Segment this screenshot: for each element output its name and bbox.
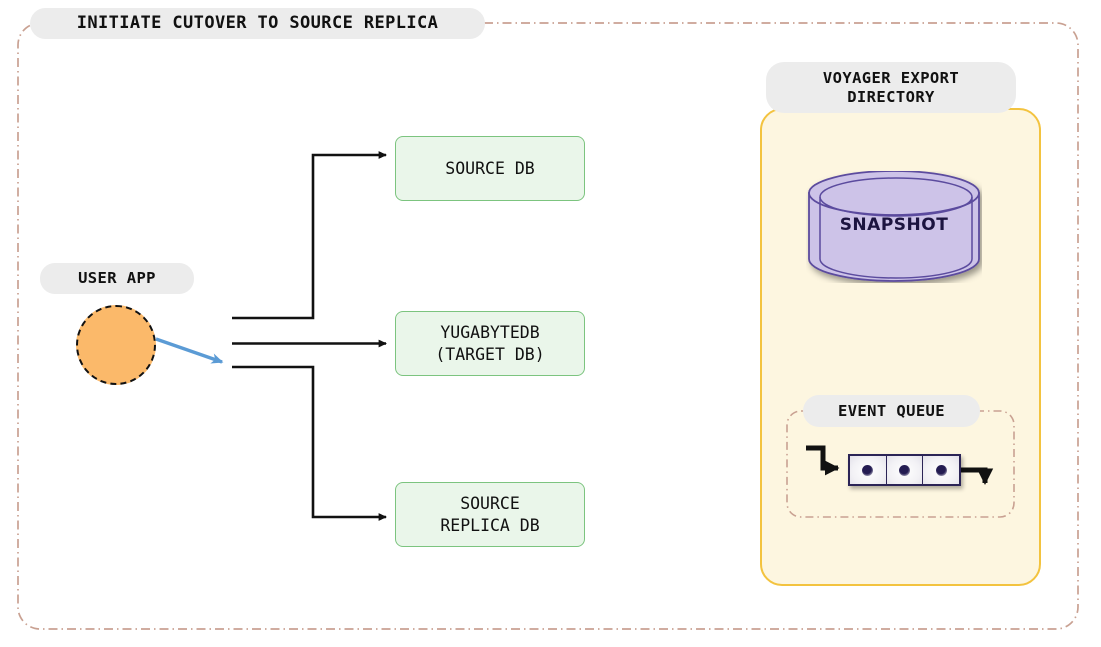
cylinder-icon	[808, 170, 980, 282]
event-queue-label: EVENT QUEUE	[803, 395, 980, 427]
event-queue-cell[interactable]	[923, 456, 960, 484]
event-queue-cells[interactable]	[848, 454, 961, 486]
event-dot-icon	[935, 464, 947, 476]
voyager-export-directory-label: VOYAGER EXPORT DIRECTORY	[766, 62, 1016, 113]
snapshot-cylinder[interactable]: SNAPSHOT	[806, 170, 982, 283]
event-dot-icon	[862, 464, 874, 476]
user-app-flow-arrow	[155, 337, 224, 364]
target-db-box[interactable]: YUGABYTEDB (TARGET DB)	[395, 311, 585, 376]
connector-to-source-replica-db	[232, 365, 387, 521]
user-app-label: USER APP	[40, 263, 194, 294]
user-app-circle[interactable]	[76, 305, 156, 385]
event-queue-cell[interactable]	[886, 456, 924, 484]
event-queue-cell[interactable]	[850, 456, 887, 484]
event-dot-icon	[899, 464, 910, 476]
connector-to-source-db	[232, 151, 387, 320]
diagram-title: INITIATE CUTOVER TO SOURCE REPLICA	[30, 8, 485, 39]
source-replica-db-box[interactable]: SOURCE REPLICA DB	[395, 482, 585, 547]
source-db-box[interactable]: SOURCE DB	[395, 136, 585, 201]
